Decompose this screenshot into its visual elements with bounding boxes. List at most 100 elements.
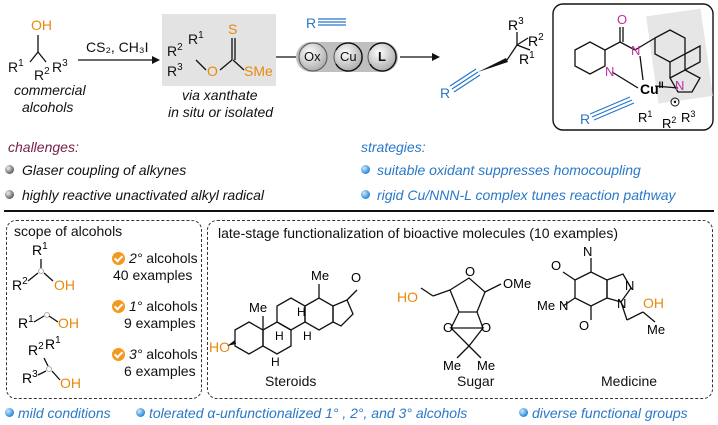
bullet-icon [5,190,14,199]
challenge-item: Glaser coupling of alkynes [22,162,187,178]
footer-item: tolerated α-unfunctionalized 1° , 2°, an… [149,405,468,421]
svg-text:H: H [271,355,280,369]
svg-text:O: O [481,320,491,335]
reagents-label: CS₂, CH₃I [86,39,149,55]
xanthate-structure [195,38,245,71]
svg-text:R1: R1 [32,241,48,258]
scope-degree: 1° alcohols [129,299,198,313]
bullet-icon [519,408,528,417]
scope-degree: 2° alcohols [129,251,198,265]
check-icon [112,252,125,265]
scope-structures: R1 R2 OH R1 OH R2 R1 R3 OH [12,241,81,391]
medicine-label: Medicine [601,373,658,389]
svg-text:R: R [440,85,450,101]
scope-heading: scope of alcohols [14,223,123,239]
svg-text:H: H [275,329,284,343]
challenges-heading: challenges: [8,139,79,155]
scope-examples: 40 examples [113,267,193,283]
cu-label: Cu [340,49,357,64]
svg-text:O: O [207,63,218,79]
svg-text:O: O [443,320,453,335]
svg-text:OH: OH [60,375,81,391]
svg-text:OH: OH [54,277,75,293]
svg-text:R2: R2 [34,66,50,83]
divider [4,210,714,212]
footer-item: diverse functional groups [532,405,688,421]
svg-text:S: S [228,21,237,37]
bullet-icon [5,165,14,174]
late-stage-heading: late-stage functionalization of bioactiv… [218,225,618,241]
svg-text:R3: R3 [22,369,38,386]
svg-text:N: N [559,298,568,313]
svg-text:O: O [579,318,589,333]
svg-text:R1: R1 [18,314,34,331]
scope-degree-value: 2° [129,250,143,266]
svg-text:N: N [625,278,634,293]
svg-text:R1: R1 [8,58,24,75]
scope-degree: 3° alcohols [129,347,198,361]
scope-box [6,220,202,399]
scope-degree-value: 3° [129,346,143,362]
scope-examples: 9 examples [124,315,196,331]
svg-text:R: R [580,111,590,127]
check-icon [112,348,125,361]
svg-text:Me: Me [537,298,555,313]
starting-alcohol-structure [29,35,47,63]
bullet-icon [5,408,14,417]
strategy-item: suitable oxidant suppresses homocoupling [377,162,641,178]
svg-text:Me: Me [477,358,495,373]
bioactive-structures: O Me Me H H H H HO O OMe HO O O Me Me N … [209,244,665,373]
svg-text:R2: R2 [12,276,28,293]
start-label-line1: commercial [14,82,86,98]
steroids-label: Steroids [265,373,317,389]
svg-text:H: H [297,305,306,319]
xanthate-label-line2: in situ or isolated [168,104,274,120]
check-icon [112,300,125,313]
scope-degree-word: alcohols [146,346,198,362]
svg-text:CuII: CuII [640,80,664,97]
scope-degree-word: alcohols [146,298,198,314]
sugar-label: Sugar [457,373,495,389]
svg-text:Me: Me [311,268,329,283]
svg-text:H: H [303,329,312,343]
svg-text:O: O [617,12,627,27]
svg-text:O: O [465,264,475,279]
reaction-scheme: OH R1 R2 R3 R2 R1 R3 O S SMe R R [8,3,714,131]
ox-label: Ox [304,49,321,64]
svg-text:N: N [605,64,614,79]
svg-text:R3: R3 [508,16,524,33]
svg-text:R2: R2 [28,341,44,358]
scope-examples: 6 examples [124,363,196,379]
svg-text:OH: OH [31,17,52,33]
svg-text:HO: HO [397,289,418,305]
start-label-line2: alcohols [22,99,74,115]
bullet-icon [136,408,145,417]
svg-text:R2: R2 [528,32,544,49]
late-stage-box [207,220,713,399]
xanthate-label-line1: via xanthate [182,87,258,103]
footer-item: mild conditions [18,405,111,421]
svg-text:R: R [306,15,316,31]
svg-text:N: N [631,43,640,58]
bullet-icon [361,165,370,174]
svg-text:Me: Me [647,322,665,337]
strategy-item: rigid Cu/NNN-L complex tunes reaction pa… [377,187,676,203]
svg-text:HO: HO [209,339,230,355]
challenge-item: highly reactive unactivated alkyl radica… [22,187,265,203]
svg-text:R1: R1 [45,335,61,352]
svg-text:N: N [583,244,592,259]
svg-text:OMe: OMe [503,276,531,291]
svg-text:OH: OH [58,315,79,331]
svg-text:R3: R3 [52,58,68,75]
scope-degree-value: 1° [129,298,143,314]
svg-text:N: N [675,78,684,93]
svg-text:Me: Me [249,300,267,315]
copper-complex-structure [574,27,701,93]
bullet-icon [361,190,370,199]
sme-label: SMe [244,63,273,79]
svg-text:N: N [617,296,626,311]
l-label: L [378,49,386,64]
svg-text:Me: Me [443,358,461,373]
svg-text:OH: OH [643,295,664,311]
strategies-heading: strategies: [361,139,426,155]
